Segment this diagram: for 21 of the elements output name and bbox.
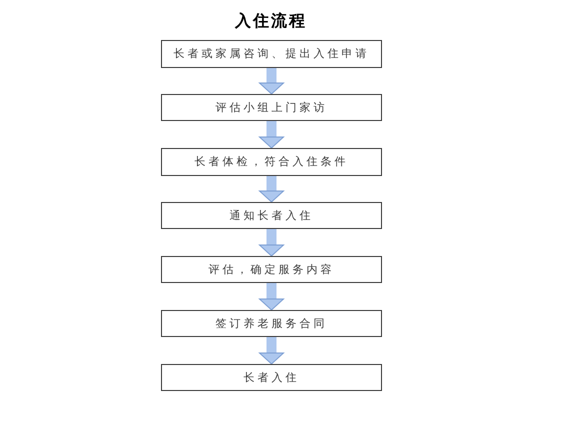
process-box: [161, 364, 382, 391]
step-text: 长者入住: [244, 370, 300, 384]
process-box: [161, 310, 382, 337]
process-box: [161, 148, 382, 176]
step-text: 长者或家属咨询、提出入住申请: [174, 47, 370, 61]
arrow: [259, 121, 284, 148]
arrow: [259, 68, 284, 94]
arrow: [259, 176, 284, 202]
arrow: [259, 229, 284, 256]
step-text: 通知长者入住: [230, 208, 314, 222]
step-text: 评估小组上门家访: [216, 100, 328, 114]
step-text: 签订养老服务合同: [216, 316, 328, 330]
diagram-title: 入住流程: [234, 10, 308, 32]
process-box: [161, 256, 382, 283]
process-box: [161, 94, 382, 121]
step-text: 评估，确定服务内容: [208, 262, 334, 276]
arrow: [259, 337, 284, 364]
process-box: [161, 40, 382, 68]
arrow: [259, 283, 284, 310]
step-text: 长者体检，符合入住条件: [194, 155, 348, 169]
process-box: [161, 202, 382, 229]
